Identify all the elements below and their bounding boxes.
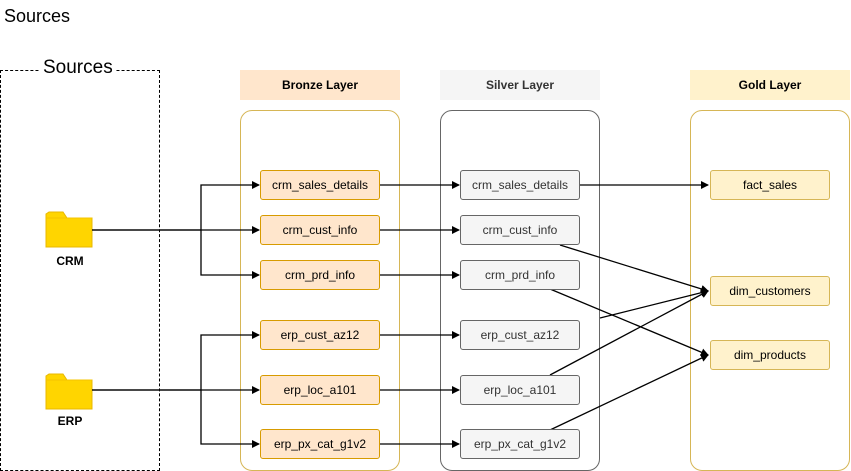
silver-table-erp-loc-a101[interactable]: erp_loc_a101 <box>460 375 580 405</box>
bronze-layer-header: Bronze Layer <box>240 70 400 100</box>
bronze-table-erp-cust-az12[interactable]: erp_cust_az12 <box>260 320 380 350</box>
source-label-erp: ERP <box>57 414 83 428</box>
silver-table-crm-prd-info[interactable]: crm_prd_info <box>460 260 580 290</box>
source-crm[interactable]: CRM <box>40 208 100 270</box>
silver-table-erp-px-cat-g1v2[interactable]: erp_px_cat_g1v2 <box>460 429 580 459</box>
edge-erp-to-erp-cust-az12 <box>92 331 260 391</box>
bronze-table-erp-loc-a101[interactable]: erp_loc_a101 <box>260 375 380 405</box>
bronze-table-crm-cust-info[interactable]: crm_cust_info <box>260 215 380 245</box>
folder-icon <box>45 373 93 410</box>
edge-silver-erp-loc-a101-to-dim-customers <box>549 290 709 376</box>
folder-icon <box>45 211 93 248</box>
bronze-table-erp-px-cat-g1v2[interactable]: erp_px_cat_g1v2 <box>260 429 380 459</box>
gold-table-dim-customers[interactable]: dim_customers <box>710 276 830 306</box>
edge-silver-erp-cust-az12-to-dim-customers <box>599 288 709 319</box>
bronze-table-crm-prd-info[interactable]: crm_prd_info <box>260 260 380 290</box>
edge-silver-crm-cust-info-to-dim-customers <box>559 244 709 293</box>
sources-group-label: Sources <box>40 57 116 79</box>
gold-table-fact-sales[interactable]: fact_sales <box>710 170 830 200</box>
silver-layer-header: Silver Layer <box>440 70 600 100</box>
source-erp[interactable]: ERP <box>40 370 100 432</box>
silver-table-crm-cust-info[interactable]: crm_cust_info <box>460 215 580 245</box>
page-title: Sources <box>4 6 71 26</box>
edge-erp-to-erp-px-cat-g1v2 <box>200 390 260 448</box>
silver-table-erp-cust-az12[interactable]: erp_cust_az12 <box>460 320 580 350</box>
edge-silver-crm-prd-info-to-dim-products <box>549 288 709 356</box>
edge-crm-to-crm-prd-info <box>200 230 260 279</box>
gold-table-dim-products[interactable]: dim_products <box>710 340 830 370</box>
silver-table-crm-sales-details[interactable]: crm_sales_details <box>460 170 580 200</box>
edge-crm-to-crm-sales-details <box>92 181 260 231</box>
gold-layer-header: Gold Layer <box>690 70 850 100</box>
bronze-table-crm-sales-details[interactable]: crm_sales_details <box>260 170 380 200</box>
source-label-crm: CRM <box>56 254 84 268</box>
edge-silver-erp-px-cat-g1v2-to-dim-products <box>549 354 709 431</box>
